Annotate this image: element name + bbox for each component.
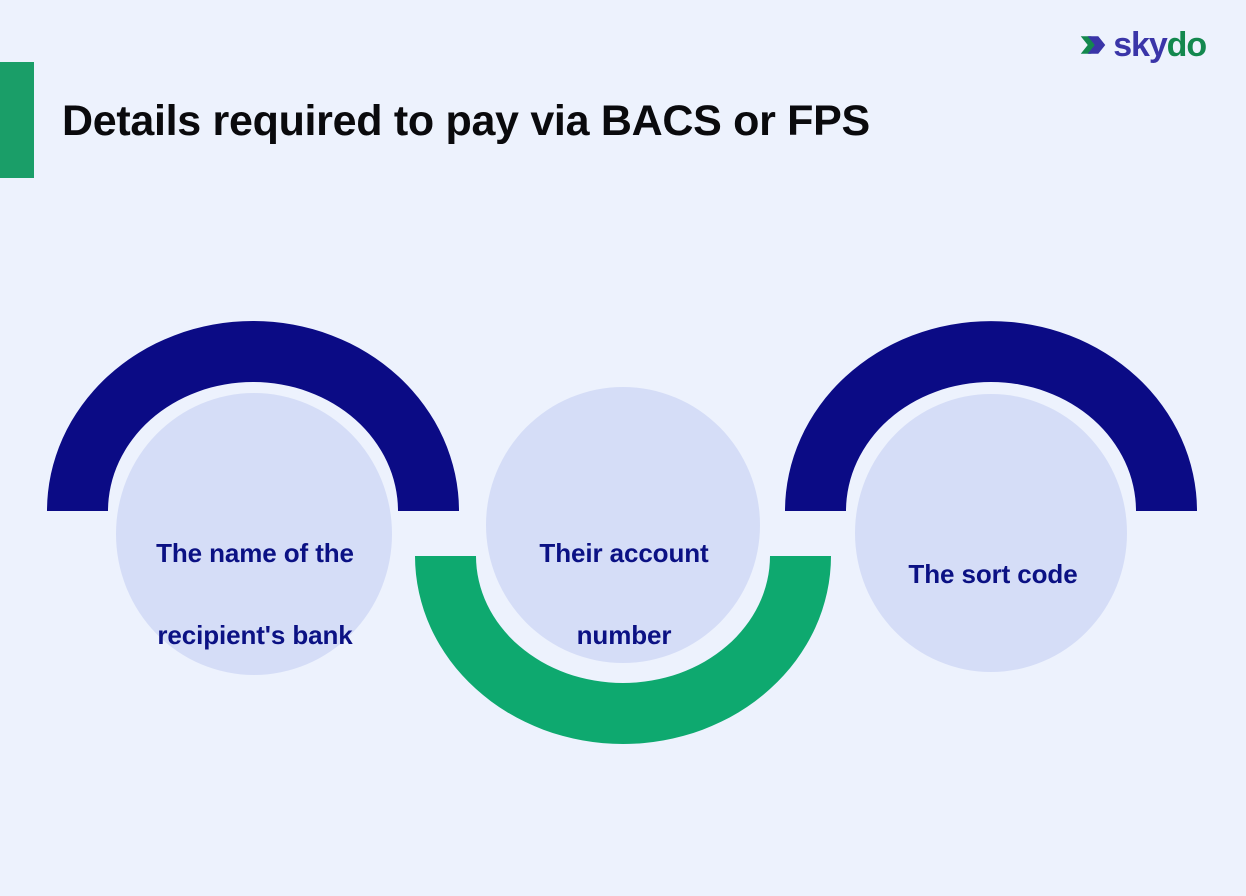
page-title: Details required to pay via BACS or FPS bbox=[62, 97, 870, 145]
logo-text-do: do bbox=[1166, 26, 1207, 64]
node-1-circle bbox=[116, 393, 392, 675]
node-1-label-line-2: recipient's bank bbox=[157, 620, 353, 650]
arc-node-1-navy-top bbox=[47, 321, 459, 511]
arc-node-3-navy-top bbox=[785, 321, 1197, 511]
arc-node-2-green-bottom bbox=[415, 556, 831, 744]
node-2-label-line-1: Their account bbox=[539, 538, 709, 568]
logo-text-sky: sky bbox=[1113, 26, 1168, 64]
node-3-circle bbox=[855, 394, 1127, 672]
node-2-label: Their account number bbox=[474, 492, 774, 697]
node-2-label-line-2: number bbox=[576, 620, 672, 650]
node-2-circle bbox=[486, 387, 760, 663]
node-1-label: The name of the recipient's bank bbox=[105, 492, 405, 697]
skydo-chevron-mark bbox=[1080, 36, 1106, 54]
title-accent-bar bbox=[0, 62, 34, 178]
node-1-label-line-1: The name of the bbox=[156, 538, 354, 568]
node-3-label-line-1: The sort code bbox=[908, 559, 1078, 589]
node-3-label: The sort code bbox=[843, 513, 1143, 636]
